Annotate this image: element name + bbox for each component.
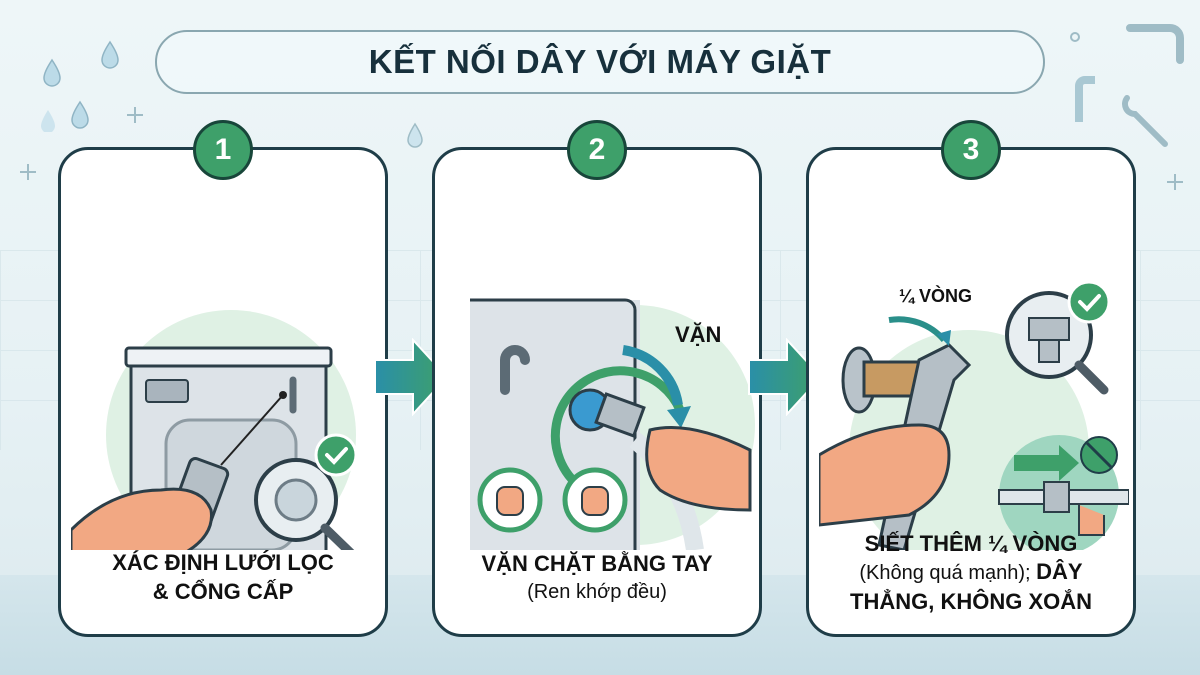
step-number-badge: 3 — [941, 120, 1001, 180]
step-caption: VẶN CHẶT BẰNG TAY (Ren khớp đều) — [435, 549, 759, 606]
step-caption: XÁC ĐỊNH LƯỚI LỌC & CỔNG CẤP — [61, 548, 385, 606]
hand-tightening-hose-illustration: VẶN — [470, 298, 755, 550]
illus-label-quarter-turn: ¼ VÒNG — [899, 285, 972, 306]
plus-icon — [127, 107, 143, 123]
caption-line: XÁC ĐỊNH LƯỚI LỌC — [112, 550, 334, 575]
caption-line-normal: (Không quá mạnh); — [859, 562, 1037, 584]
plus-icon — [1167, 174, 1183, 190]
caption-line: & CỔNG CẤP — [152, 579, 294, 604]
pipe-icon — [1126, 24, 1184, 64]
caption-line: SIẾT THÊM ¼ VÒNG — [864, 531, 1078, 556]
step-number-badge: 2 — [567, 120, 627, 180]
washing-machine-inlet-illustration — [71, 310, 358, 550]
circle-icon — [1070, 32, 1080, 42]
step-caption: SIẾT THÊM ¼ VÒNG (Không quá mạnh); DÂY T… — [809, 529, 1133, 616]
plus-icon — [20, 164, 36, 180]
caption-line-bold: DÂY — [1036, 559, 1083, 584]
next-step-arrow-icon — [374, 338, 449, 416]
wrench-icon — [1122, 95, 1168, 147]
step-card-2: 2 VẶN VẶN CHẶT BẰNG TAY (Ren khớp đều) — [432, 120, 762, 637]
page-title: KẾT NỐI DÂY VỚI MÁY GIẶT — [368, 43, 832, 80]
water-drop-icon — [41, 110, 55, 132]
caption-line: VẶN CHẶT BẰNG TAY — [481, 551, 713, 576]
caption-line: (Ren khớp đều) — [527, 581, 667, 603]
next-step-arrow-icon — [748, 338, 823, 416]
step-number-badge: 1 — [193, 120, 253, 180]
step-card-1: 1 XÁC ĐỊNH LƯỚI LỌC & CỔNG CẤP — [58, 120, 388, 637]
step-card-3: 3 ¼ VÒNG SIẾT THÊM ¼ VÒNG (Không quá mạn… — [806, 120, 1136, 637]
caption-line: THẲNG, KHÔNG XOẮN — [850, 589, 1092, 614]
title-banner: KẾT NỐI DÂY VỚI MÁY GIẶT — [155, 30, 1045, 94]
water-drop-icon — [43, 40, 119, 129]
pipe-icon — [1075, 76, 1095, 122]
illus-label-turn: VẶN — [675, 322, 721, 347]
caption-line: (Không quá mạnh); DÂY — [809, 558, 1133, 587]
wrench-tightening-illustration: ¼ VÒNG — [819, 280, 1129, 550]
water-drop-icon — [407, 122, 423, 148]
